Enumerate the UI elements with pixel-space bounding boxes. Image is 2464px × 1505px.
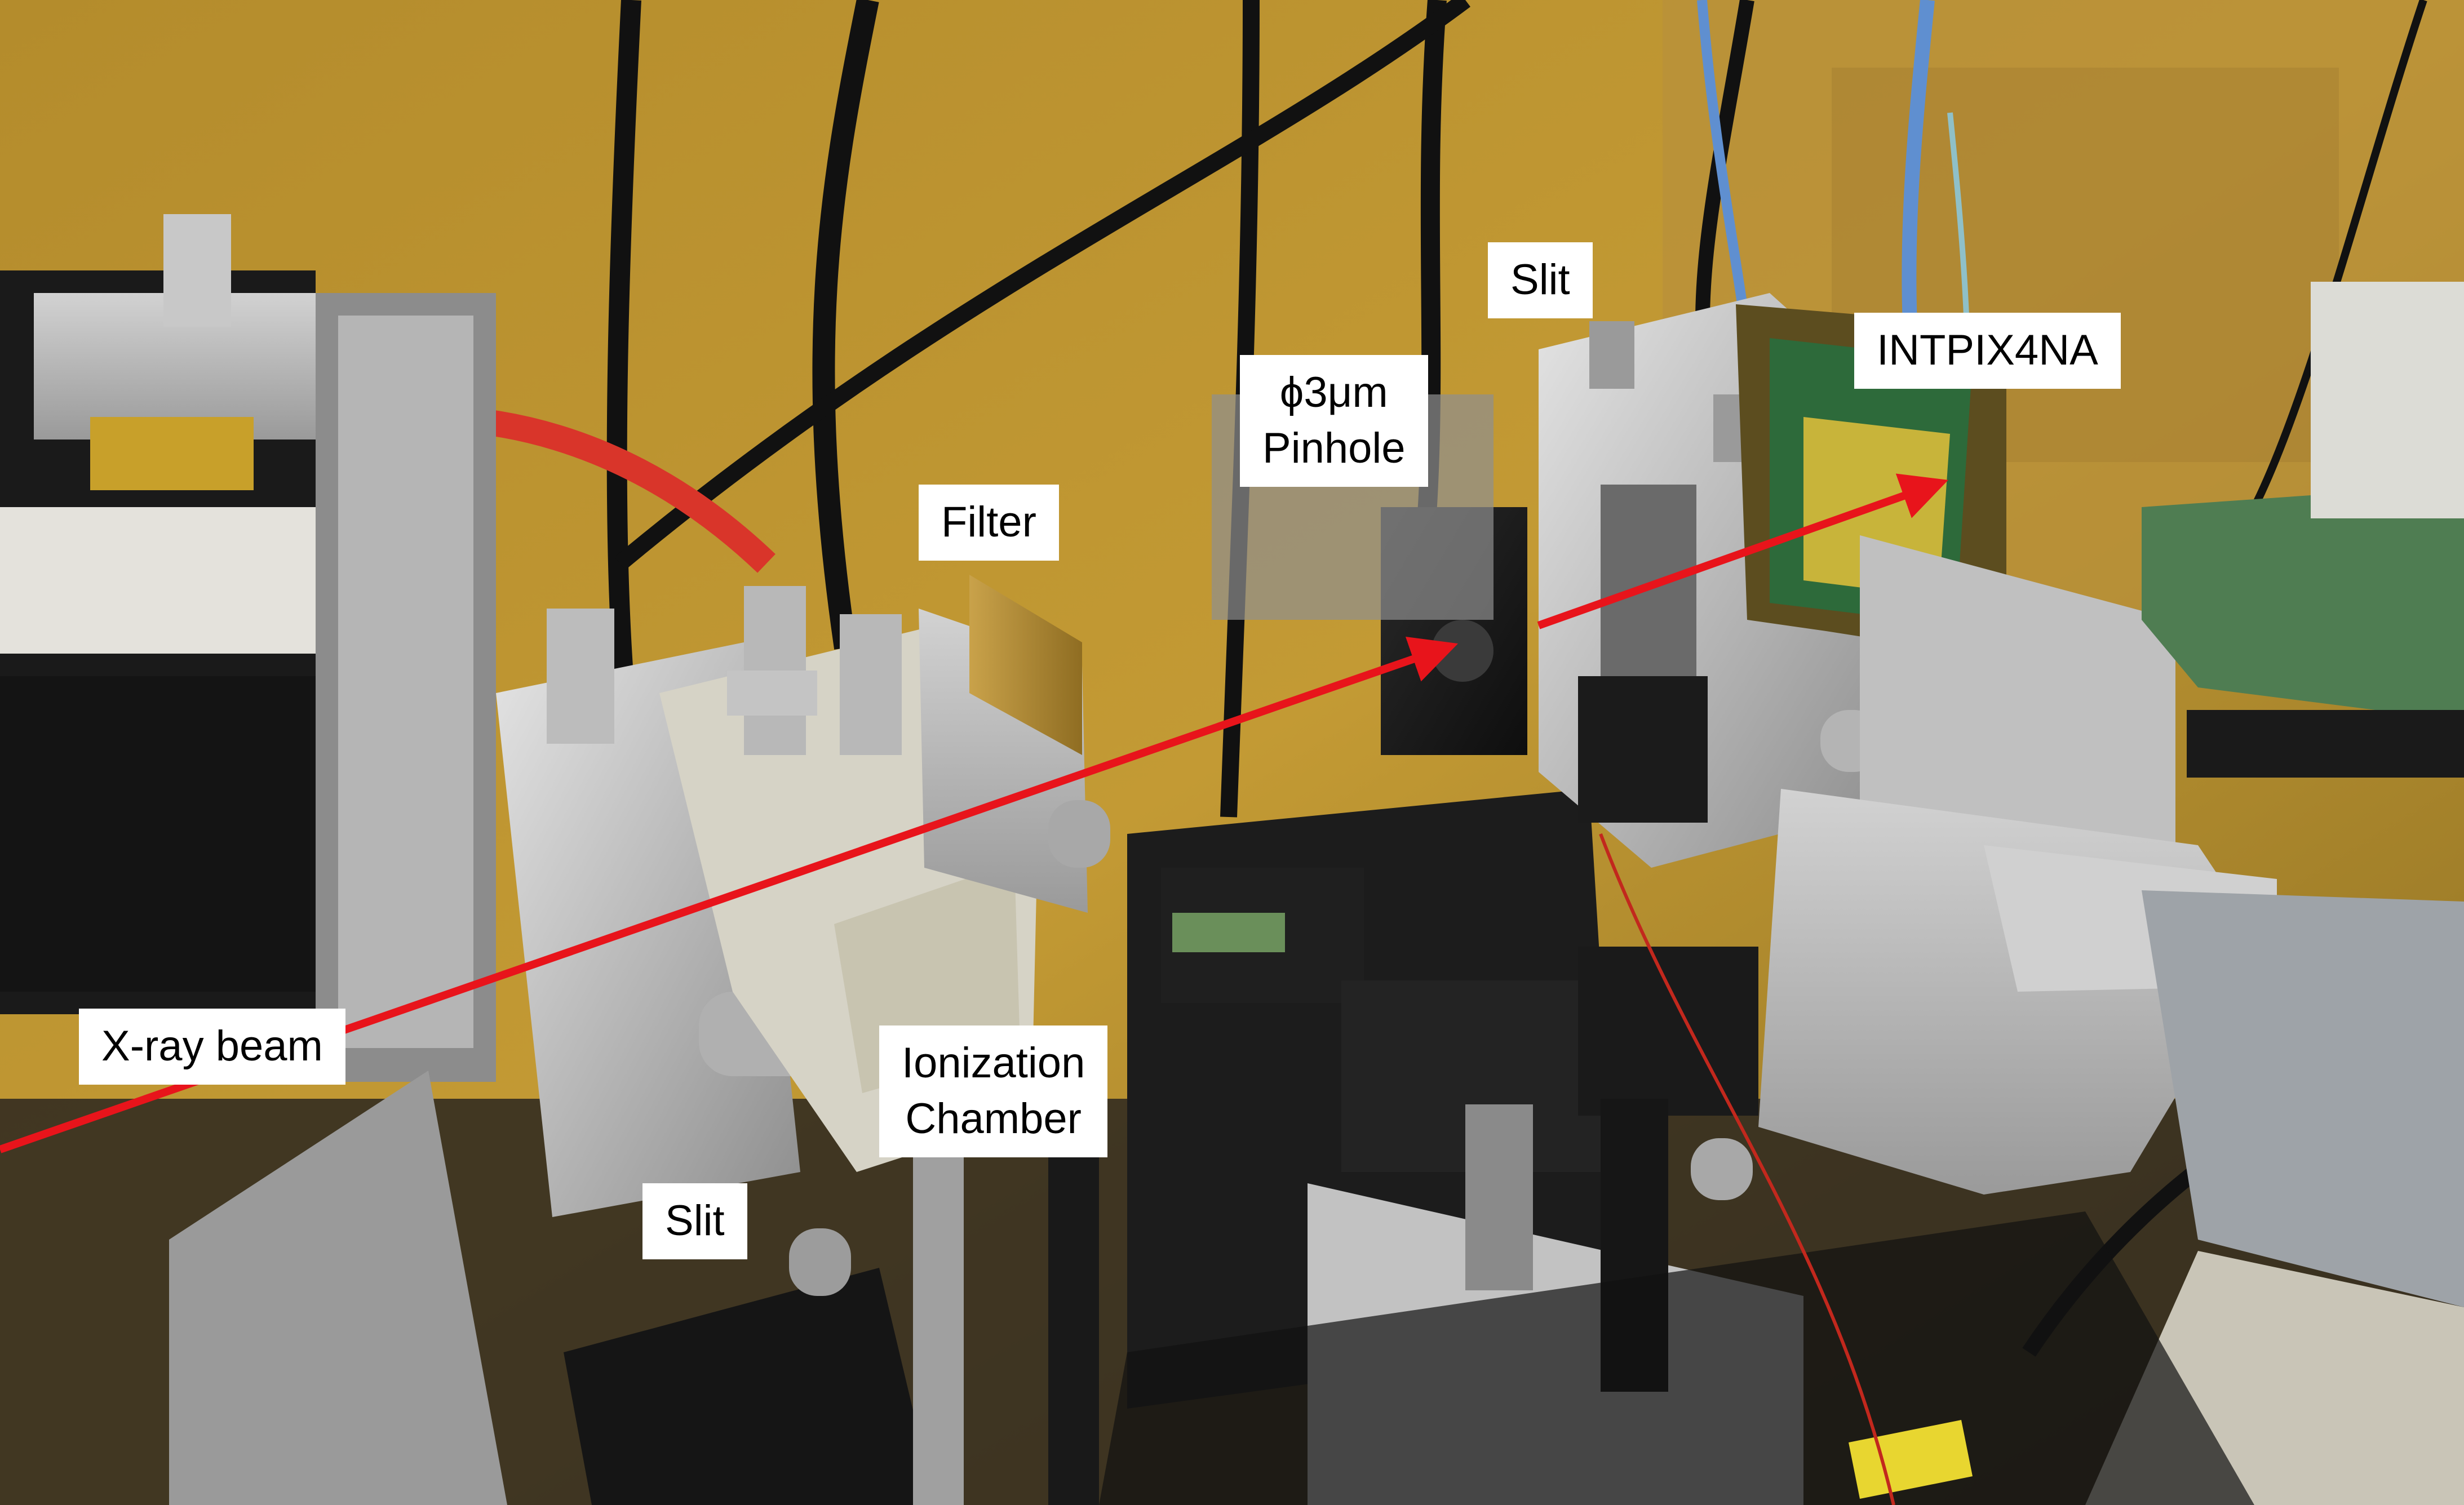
xray-beam-label-text: X-ray beam: [101, 1022, 323, 1070]
slit-front-label-text: Slit: [665, 1197, 725, 1245]
pinhole-label-line2: Pinhole: [1262, 424, 1406, 472]
xray-beam-arrow-to-detector: [1537, 473, 1948, 629]
pinhole-label-line1: ϕ3μm: [1279, 369, 1388, 416]
filter-label: Filter: [919, 485, 1059, 561]
xray-beam-label: X-ray beam: [79, 1009, 345, 1085]
ionization-chamber-label-line2: Chamber: [905, 1094, 1082, 1143]
slit-front-label: Slit: [642, 1183, 747, 1259]
intpix4na-label-text: INTPIX4NA: [1877, 326, 2098, 374]
ionization-chamber-label-line1: Ionization: [902, 1039, 1085, 1087]
ionization-chamber-label: Ionization Chamber: [879, 1025, 1108, 1157]
intpix4na-label: INTPIX4NA: [1854, 313, 2121, 389]
slit-rear-label: Slit: [1488, 242, 1593, 318]
filter-label-text: Filter: [941, 498, 1036, 546]
slit-rear-label-text: Slit: [1510, 256, 1570, 304]
pinhole-label: ϕ3μm Pinhole: [1240, 355, 1428, 487]
